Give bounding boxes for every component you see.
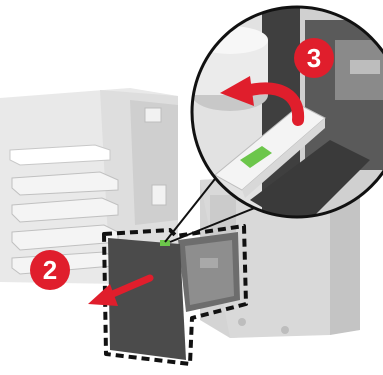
step-3-number: 3 bbox=[307, 43, 321, 73]
paper-drawer[interactable] bbox=[104, 226, 246, 364]
step-3-badge: 3 bbox=[294, 38, 334, 78]
step-2-badge: 2 bbox=[30, 250, 70, 290]
step-2-number: 2 bbox=[43, 255, 57, 285]
